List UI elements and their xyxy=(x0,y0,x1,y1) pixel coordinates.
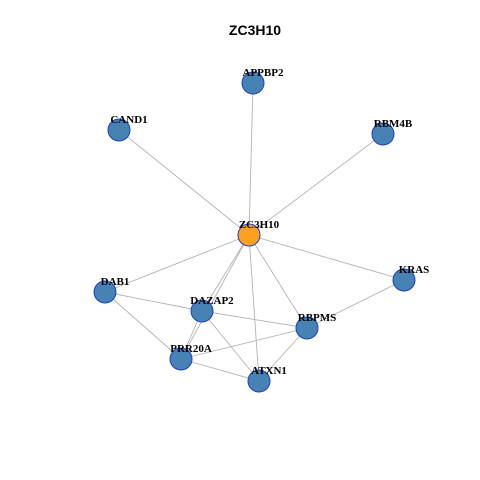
node-circle xyxy=(295,316,319,340)
edge-zc3h10-rbpms xyxy=(248,234,308,329)
edge-zc3h10-dab1 xyxy=(104,234,250,293)
node-rbm4b: RBM4B xyxy=(371,118,413,146)
edge-zc3h10-dazap2 xyxy=(201,234,250,312)
edge-prr20a-atxn1 xyxy=(180,358,260,382)
node-prr20a: PRR20A xyxy=(169,343,212,371)
node-label: CAND1 xyxy=(110,114,147,126)
edge-rbpms-prr20a xyxy=(180,327,308,360)
node-circle xyxy=(93,280,117,304)
edge-dazap2-rbpms xyxy=(201,310,308,329)
edge-zc3h10-appbp2 xyxy=(248,82,254,236)
node-atxn1: ATXN1 xyxy=(247,365,287,393)
node-circle xyxy=(241,71,265,95)
node-circle xyxy=(169,347,193,371)
edge-zc3h10-prr20a xyxy=(180,234,250,360)
node-label: KRAS xyxy=(399,264,430,276)
node-dab1: DAB1 xyxy=(93,276,130,304)
node-circle xyxy=(247,369,271,393)
node-label: PRR20A xyxy=(170,343,212,355)
edge-dab1-prr20a xyxy=(104,291,182,360)
node-cand1: CAND1 xyxy=(107,114,148,142)
node-label: ATXN1 xyxy=(251,365,287,377)
edge-dazap2-atxn1 xyxy=(201,310,260,382)
node-circle xyxy=(190,299,214,323)
node-circle xyxy=(371,122,395,146)
graph-title: ZC3H10 xyxy=(229,22,281,38)
node-circle xyxy=(107,118,131,142)
node-dazap2: DAZAP2 xyxy=(190,295,234,323)
edge-layer xyxy=(104,82,405,382)
node-circle xyxy=(237,223,261,247)
edge-zc3h10-kras xyxy=(248,234,405,281)
node-kras: KRAS xyxy=(392,264,430,292)
node-circle xyxy=(392,268,416,292)
edge-zc3h10-atxn1 xyxy=(248,234,260,382)
node-label: ZC3H10 xyxy=(239,219,280,231)
edge-rbpms-kras xyxy=(306,279,405,329)
node-zc3h10: ZC3H10 xyxy=(237,219,280,247)
node-label: DAZAP2 xyxy=(190,295,234,307)
edge-zc3h10-cand1 xyxy=(118,129,250,236)
edge-zc3h10-rbm4b xyxy=(248,133,384,236)
node-label: RBM4B xyxy=(374,118,413,130)
node-appbp2: APPBP2 xyxy=(241,67,284,95)
node-rbpms: RBPMS xyxy=(295,312,337,340)
node-label: DAB1 xyxy=(101,276,130,288)
edge-dab1-dazap2 xyxy=(104,291,203,312)
node-label: RBPMS xyxy=(298,312,337,324)
edge-rbpms-atxn1 xyxy=(258,327,308,382)
node-label: APPBP2 xyxy=(243,67,284,79)
